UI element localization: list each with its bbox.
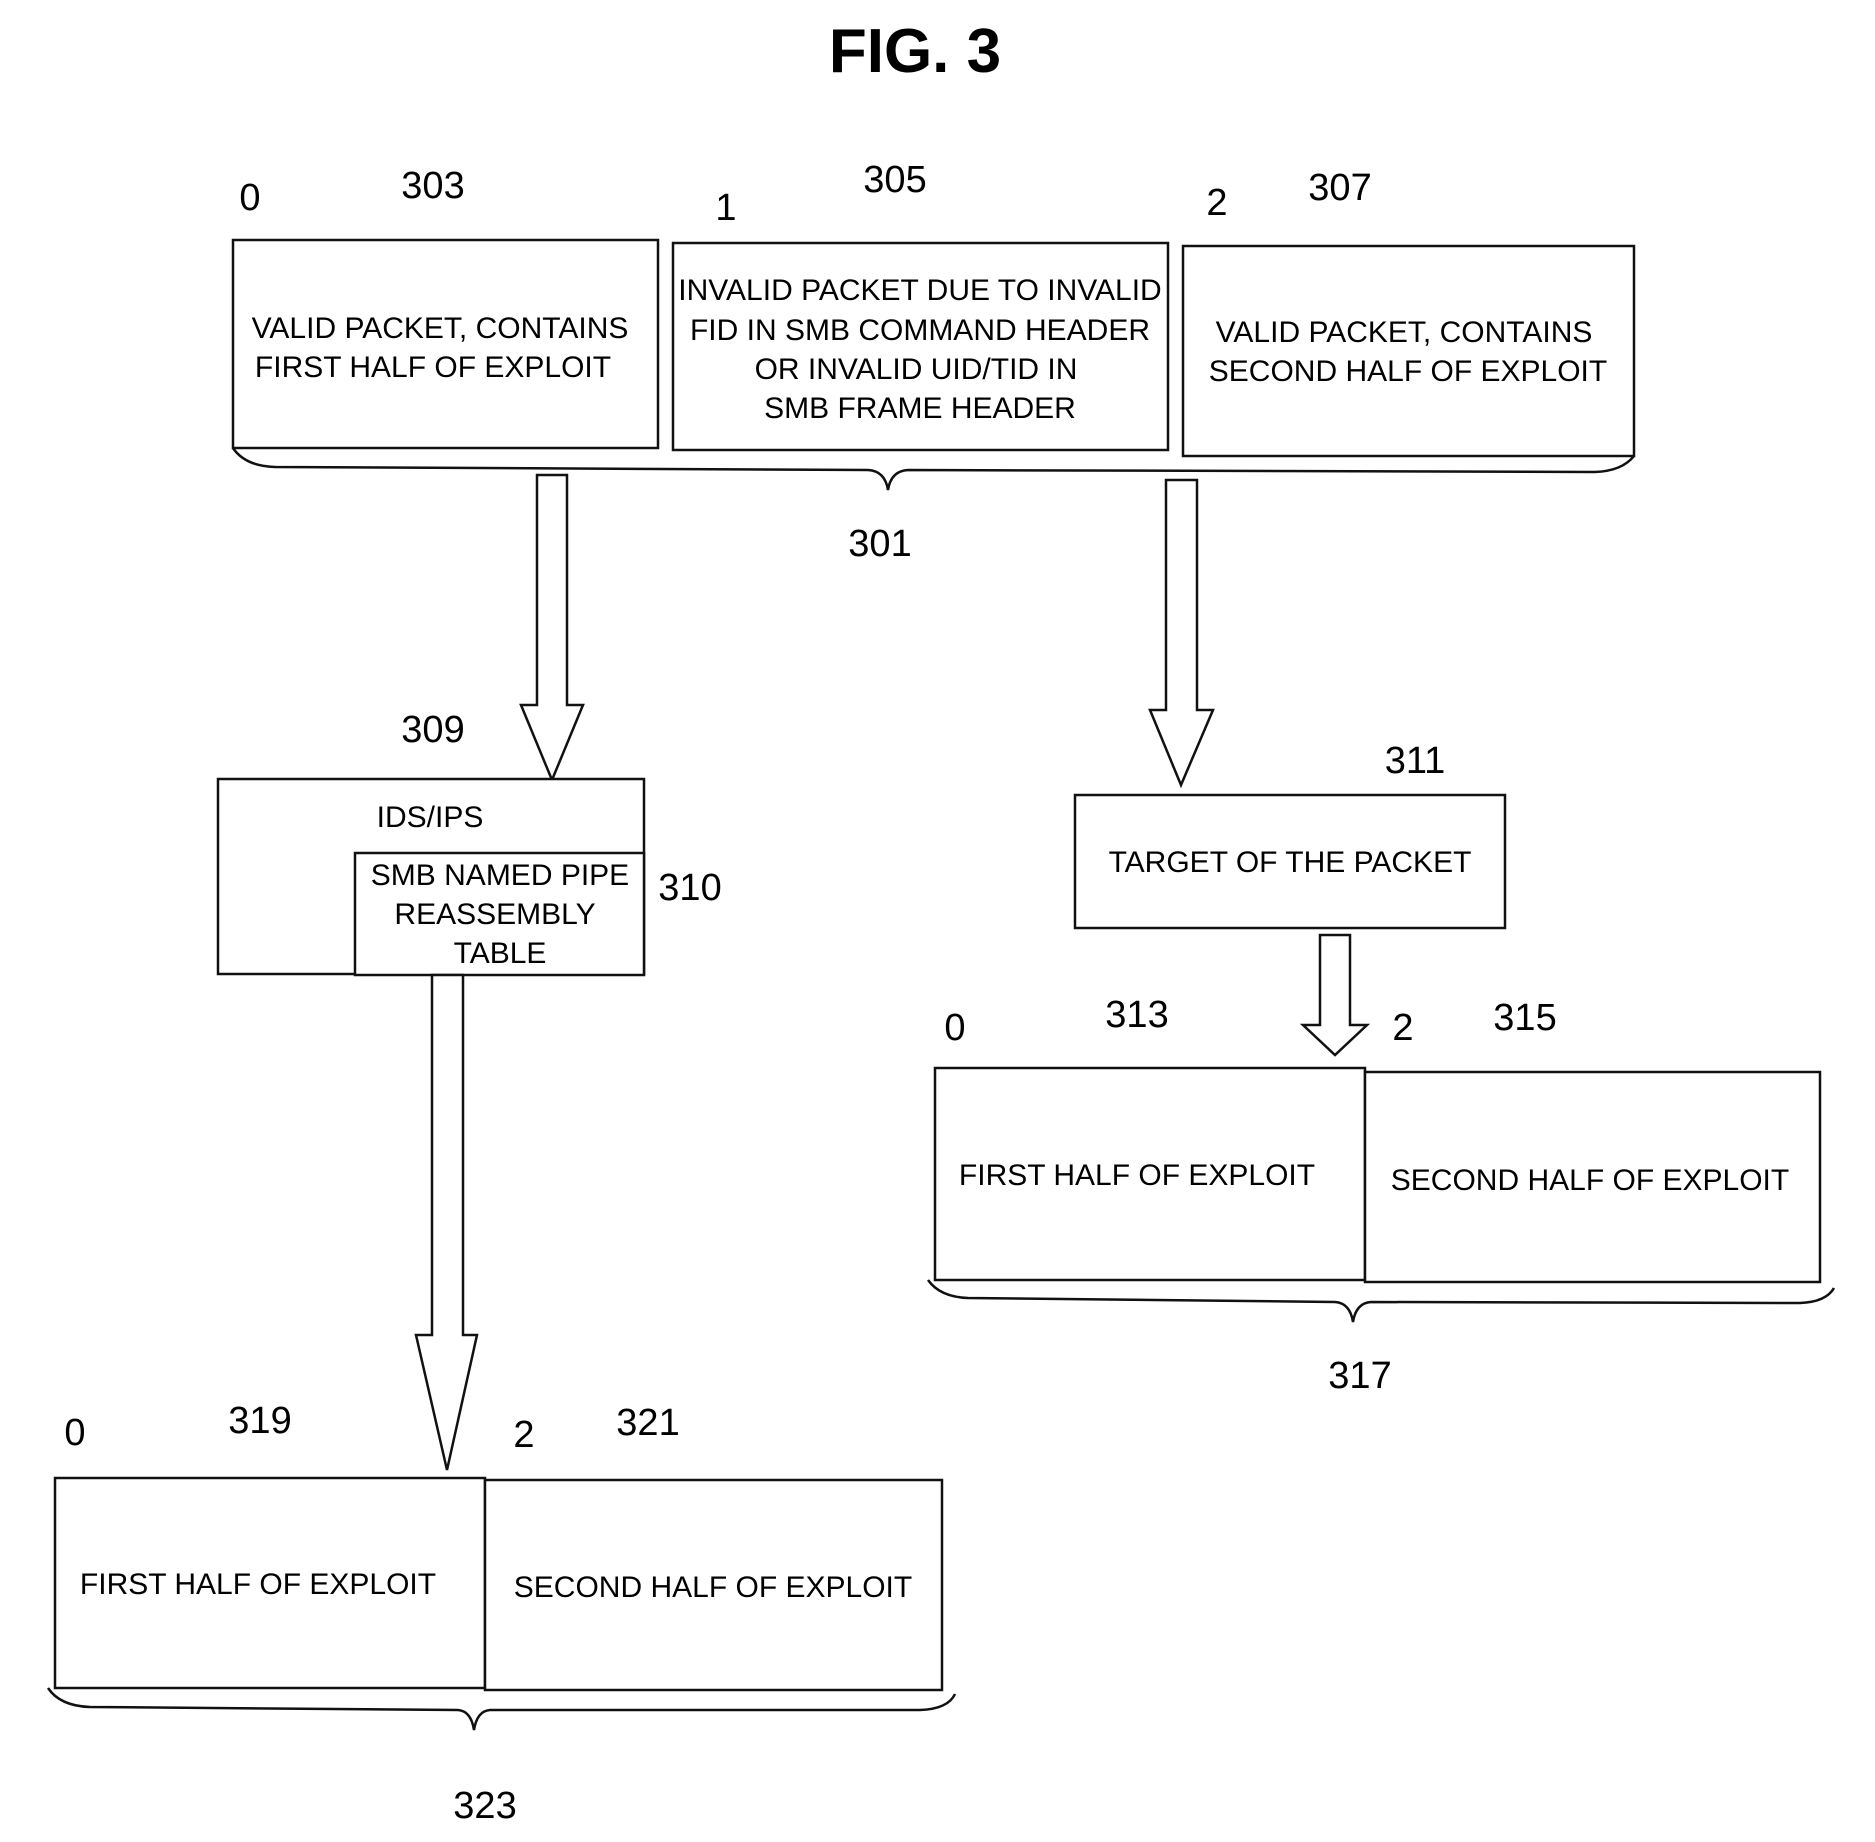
ids-result-ref: 323 [453,1785,516,1827]
segment-ref: 315 [1493,997,1556,1039]
ids-ips-ref: 309 [401,709,464,751]
ids-result-brace [48,1688,955,1730]
arrow-to-ids [521,475,583,780]
target-label: TARGET OF THE PACKET [1109,846,1472,879]
segment-label: SECOND HALF OF EXPLOIT [514,1571,912,1604]
segment-label-line: OR INVALID UID/TID IN [755,353,1078,386]
arrow-target-to-result [1303,935,1367,1055]
reassembly-table-ref: 310 [658,867,721,909]
segment-index: 2 [1392,1007,1413,1049]
arrow-ids-to-result [416,975,477,1470]
segment-ref: 307 [1308,167,1371,209]
reassembly-table-line: TABLE [454,937,547,970]
segment-index: 0 [239,177,260,219]
segment-ref: 313 [1105,994,1168,1036]
top-packet: 0 303 1 305 2 307 VALID PACKET, CONTAINS… [233,159,1634,565]
segment-label-line: SMB FRAME HEADER [764,392,1076,425]
segment-ref: 319 [228,1400,291,1442]
target-result-brace [928,1280,1834,1322]
segment-index: 2 [1206,182,1227,224]
segment-label: FIRST HALF OF EXPLOIT [80,1568,436,1601]
ids-ips-label: IDS/IPS [377,801,484,834]
segment-label-line: FIRST HALF OF EXPLOIT [255,351,611,384]
segment-index: 0 [64,1412,85,1454]
segment-label-line: VALID PACKET, CONTAINS [1216,316,1593,349]
segment-label-line: FID IN SMB COMMAND HEADER [690,314,1150,347]
segment-index: 2 [513,1414,534,1456]
segment-ref: 303 [401,165,464,207]
reassembly-table-line: REASSEMBLY [394,898,595,931]
segment-ref: 305 [863,159,926,201]
segment-label-line: INVALID PACKET DUE TO INVALID [678,274,1161,307]
target-result-packet: 0 313 2 315 FIRST HALF OF EXPLOIT SECOND… [928,994,1834,1397]
segment-index: 1 [715,187,736,229]
target-ref: 311 [1385,740,1446,782]
packet-group-ref: 301 [848,523,911,565]
arrow-to-target [1150,480,1213,785]
figure-title: FIG. 3 [829,17,1001,86]
target-system: 311 TARGET OF THE PACKET [1075,740,1505,928]
segment-label: FIRST HALF OF EXPLOIT [959,1159,1315,1192]
packet-segment-valid-second [1183,246,1634,456]
reassembly-table-line: SMB NAMED PIPE [371,859,629,892]
segment-label-line: SECOND HALF OF EXPLOIT [1209,355,1607,388]
ids-ips-system: 309 IDS/IPS SMB NAMED PIPE REASSEMBLY TA… [218,709,722,975]
ids-result-packet: 0 319 2 321 FIRST HALF OF EXPLOIT SECOND… [48,1400,955,1827]
segment-ref: 321 [616,1402,679,1444]
segment-index: 0 [944,1007,965,1049]
target-result-ref: 317 [1328,1355,1391,1397]
segment-label-line: VALID PACKET, CONTAINS [252,312,629,345]
segment-label: SECOND HALF OF EXPLOIT [1391,1164,1789,1197]
